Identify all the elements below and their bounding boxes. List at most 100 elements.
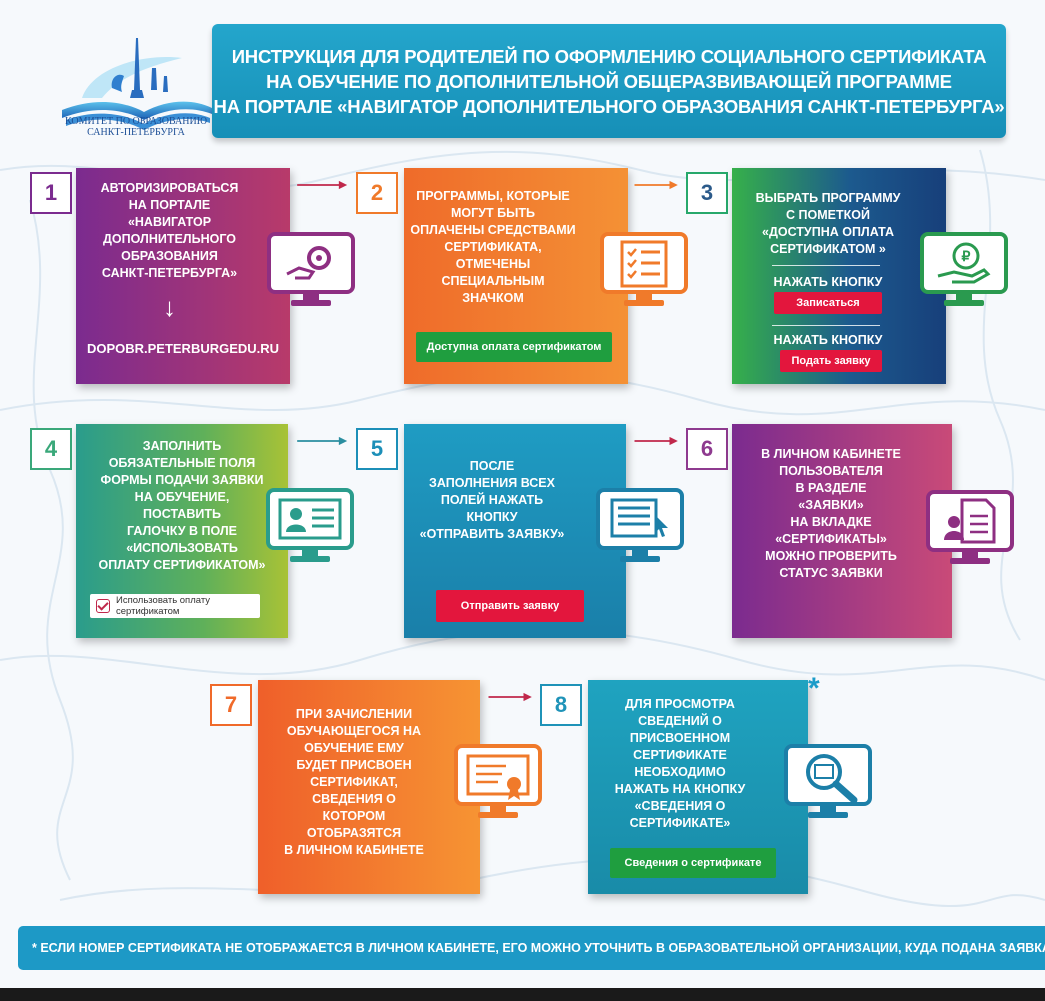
title-line-2: НА ОБУЧЕНИЕ ПО ДОПОЛНИТЕЛЬНОЙ ОБЩЕРАЗВИВ… <box>266 70 952 92</box>
step-8-number: 8 <box>540 684 582 726</box>
step-1-line: ДОПОЛНИТЕЛЬНОГО <box>103 232 236 246</box>
step-6-line: МОЖНО ПРОВЕРИТЬ <box>765 549 897 563</box>
committee-logo <box>62 38 212 130</box>
step-4-number: 4 <box>30 428 72 470</box>
step-7-line: ОБУЧЕНИЕ ЕМУ <box>304 741 404 755</box>
monitor-profile-card-icon <box>266 488 354 562</box>
asterisk-mark: * <box>808 672 820 705</box>
step-2-line: СПЕЦИАЛЬНЫМ <box>441 274 545 288</box>
step-2-line: ПРОГРАММЫ, КОТОРЫЕ <box>416 189 570 203</box>
step-8-line: НАЖАТЬ НА КНОПКУ <box>614 782 746 796</box>
step-1-line: ОБРАЗОВАНИЯ <box>121 249 218 263</box>
step-4-line: ОПЛАТУ СЕРТИФИКАТОМ» <box>98 558 266 572</box>
svg-text:₽: ₽ <box>962 248 971 264</box>
step-3-line: СЕРТИФИКАТОМ » <box>770 242 886 256</box>
step-7-line: В ЛИЧНОМ КАБИНЕТЕ <box>284 843 424 857</box>
step-1-line: НА ПОРТАЛЕ <box>128 198 211 212</box>
bottom-bar <box>0 988 1045 1001</box>
logo-caption-line2: САНКТ-ПЕТЕРБУРГА <box>87 127 185 138</box>
step-7-line: СВЕДЕНИЯ О <box>312 792 396 806</box>
title-banner: ИНСТРУКЦИЯ ДЛЯ РОДИТЕЛЕЙ ПО ОФОРМЛЕНИЮ С… <box>212 24 1006 138</box>
arrow-5-to-6 <box>634 436 678 446</box>
step-6-number: 6 <box>686 428 728 470</box>
checkmark-icon <box>96 599 110 613</box>
title-line-1: ИНСТРУКЦИЯ ДЛЯ РОДИТЕЛЕЙ ПО ОФОРМЛЕНИЮ С… <box>231 45 987 67</box>
portal-url: DOPOBR.PETERBURGEDU.RU <box>86 341 280 356</box>
step-6-line: «ЗАЯВКИ» <box>798 498 864 512</box>
step-1-line: САНКТ-ПЕТЕРБУРГА» <box>101 266 238 280</box>
send-application-button: Отправить заявку <box>436 590 584 622</box>
step-4-line: ОБЯЗАТЕЛЬНЫЕ ПОЛЯ <box>108 456 256 470</box>
monitor-magnifier-certificate-icon <box>784 744 872 818</box>
step-8-text: ДЛЯ ПРОСМОТРА СВЕДЕНИЙ О ПРИСВОЕННОМ СЕР… <box>592 696 768 832</box>
step-4-line: ФОРМЫ ПОДАЧИ ЗАЯВКИ <box>100 473 264 487</box>
divider <box>772 265 880 266</box>
step-5-line: ЗАПОЛНЕНИЯ ВСЕХ <box>429 476 555 490</box>
step-8-line: СЕРТИФИКАТЕ» <box>629 816 731 830</box>
step-3-line: ВЫБРАТЬ ПРОГРАММУ <box>755 191 901 205</box>
step-7-line: ОБУЧАЮЩЕГОСЯ НА <box>286 724 422 738</box>
step-4-text: ЗАПОЛНИТЬ ОБЯЗАТЕЛЬНЫЕ ПОЛЯ ФОРМЫ ПОДАЧИ… <box>82 438 282 574</box>
step-8-line: СЕРТИФИКАТЕ <box>633 748 727 762</box>
step-8-line: СВЕДЕНИЙ О <box>638 714 722 728</box>
step-8-line: ДЛЯ ПРОСМОТРА <box>625 697 735 711</box>
monitor-ruble-hand-icon: ₽ <box>920 232 1008 306</box>
step-6-line: СТАТУС ЗАЯВКИ <box>779 566 883 580</box>
step-2-line: СЕРТИФИКАТА, <box>444 240 542 254</box>
step-1-line: АВТОРИЗИРОВАТЬСЯ <box>100 181 239 195</box>
step-6-line: ПОЛЬЗОВАТЕЛЯ <box>779 464 883 478</box>
step-7-line: КОТОРОМ <box>322 809 386 823</box>
arrow-1-to-2 <box>297 180 348 190</box>
arrow-7-to-8 <box>488 692 532 702</box>
logo-caption-line1: КОМИТЕТ ПО ОБРАЗОВАНИЮ <box>65 116 207 127</box>
checkbox-label: Использовать оплату сертификатом <box>116 595 211 617</box>
step-7-line: ПРИ ЗАЧИСЛЕНИИ <box>295 707 413 721</box>
divider <box>772 325 880 326</box>
certificate-details-button: Сведения о сертификате <box>610 848 776 878</box>
title-line-3: НА ПОРТАЛЕ «НАВИГАТОР ДОПОЛНИТЕЛЬНОГО ОБ… <box>213 95 1005 117</box>
step-6-line: В ЛИЧНОМ КАБИНЕТЕ <box>761 447 901 461</box>
step-6-line: «СЕРТИФИКАТЫ» <box>775 532 887 546</box>
step-8-line: «СВЕДЕНИЯ О <box>634 799 726 813</box>
arrow-4-to-5 <box>297 436 348 446</box>
step-2-line: ОТМЕЧЕНЫ <box>455 257 531 271</box>
step-8-line: НЕОБХОДИМО <box>634 765 726 779</box>
step-2-number: 2 <box>356 172 398 214</box>
step-8-card: ДЛЯ ПРОСМОТРА СВЕДЕНИЙ О ПРИСВОЕННОМ СЕР… <box>588 680 808 894</box>
down-arrow-icon: ↓ <box>163 292 176 322</box>
step-5-card: ПОСЛЕ ЗАПОЛНЕНИЯ ВСЕХ ПОЛЕЙ НАЖАТЬ КНОПК… <box>404 424 626 638</box>
step-6-line: В РАЗДЕЛЕ <box>795 481 867 495</box>
step-7-line: ОТОБРАЗЯТСЯ <box>306 826 402 840</box>
step-4-line: ПОСТАВИТЬ <box>143 507 221 521</box>
action-1-label: НАЖАТЬ КНОПКУ <box>773 275 883 289</box>
monitor-user-document-icon <box>926 490 1014 564</box>
step-8-line: ПРИСВОЕННОМ <box>629 731 731 745</box>
step-5-number: 5 <box>356 428 398 470</box>
monitor-checklist-icon <box>600 232 688 306</box>
monitor-hand-gear-icon <box>267 232 355 306</box>
action-2-label: НАЖАТЬ КНОПКУ <box>773 333 883 347</box>
step-7-line: БУДЕТ ПРИСВОЕН <box>296 758 412 772</box>
step-2-line: ОПЛАЧЕНЫ СРЕДСТВАМИ <box>410 223 576 237</box>
step-3-line: «ДОСТУПНА ОПЛАТА <box>762 225 894 239</box>
step-7-text: ПРИ ЗАЧИСЛЕНИИ ОБУЧАЮЩЕГОСЯ НА ОБУЧЕНИЕ … <box>262 706 446 859</box>
monitor-certificate-icon <box>454 744 542 818</box>
step-6-line: НА ВКЛАДКЕ <box>790 515 872 529</box>
step-5-line: ПОЛЕЙ НАЖАТЬ <box>440 493 544 507</box>
step-2-card: ПРОГРАММЫ, КОТОРЫЕ МОГУТ БЫТЬ ОПЛАЧЕНЫ С… <box>404 168 628 384</box>
step-3-number: 3 <box>686 172 728 214</box>
use-certificate-checkbox: Использовать оплату сертификатом <box>90 594 260 618</box>
footer-note: * ЕСЛИ НОМЕР СЕРТИФИКАТА НЕ ОТОБРАЖАЕТСЯ… <box>18 926 1045 970</box>
step-4-line: ГАЛОЧКУ В ПОЛЕ <box>127 524 237 538</box>
submit-application-button: Подать заявку <box>780 350 882 372</box>
step-4-line: ЗАПОЛНИТЬ <box>142 439 222 453</box>
step-1-text: АВТОРИЗИРОВАТЬСЯ НА ПОРТАЛЕ «НАВИГАТОР Д… <box>82 180 257 282</box>
step-5-line: «ОТПРАВИТЬ ЗАЯВКУ» <box>419 527 565 541</box>
step-1-number: 1 <box>30 172 72 214</box>
certificate-payment-badge: Доступна оплата сертификатом <box>416 332 612 362</box>
step-5-text: ПОСЛЕ ЗАПОЛНЕНИЯ ВСЕХ ПОЛЕЙ НАЖАТЬ КНОПК… <box>408 458 576 543</box>
arrow-2-to-3 <box>634 180 678 190</box>
step-1-card: АВТОРИЗИРОВАТЬСЯ НА ПОРТАЛЕ «НАВИГАТОР Д… <box>76 168 290 384</box>
step-6-card: В ЛИЧНОМ КАБИНЕТЕ ПОЛЬЗОВАТЕЛЯ В РАЗДЕЛЕ… <box>732 424 952 638</box>
step-3-text: ВЫБРАТЬ ПРОГРАММУ С ПОМЕТКОЙ «ДОСТУПНА О… <box>736 190 920 258</box>
